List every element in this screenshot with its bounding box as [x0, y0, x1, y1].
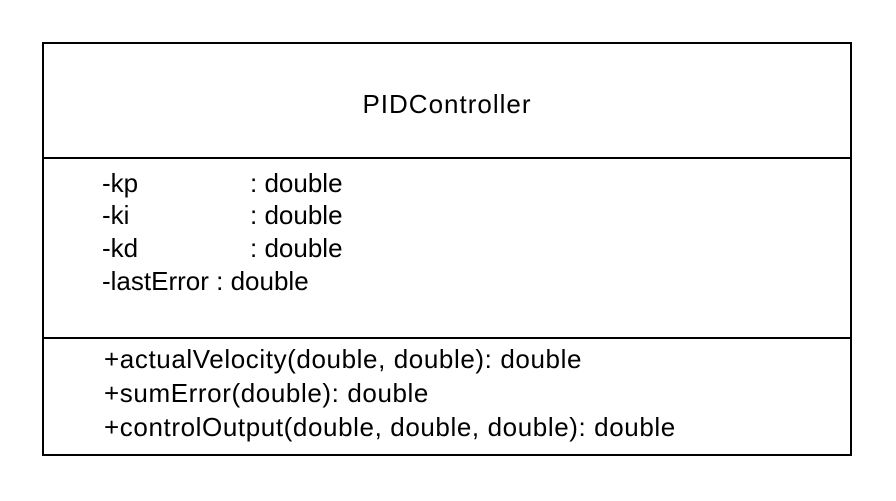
attribute-row: -lastError : double: [102, 265, 309, 297]
attribute-name: -lastError: [102, 266, 209, 296]
attribute-type: : double: [250, 168, 343, 198]
attribute-name: -kd: [102, 233, 139, 263]
method-row: +actualVelocity(double, double): double: [104, 344, 583, 374]
method-row: +controlOutput(double, double, double): …: [104, 412, 676, 442]
attribute-row: -kd : double: [102, 232, 343, 264]
attribute-row: -kp : double: [102, 167, 343, 199]
uml-class-box: PIDController -kp : double -ki : double -k…: [42, 42, 852, 456]
attribute-type: : double: [216, 266, 309, 296]
class-name-compartment: PIDController: [44, 44, 850, 159]
attribute-row: -ki : double: [102, 199, 343, 231]
class-name: PIDController: [362, 89, 532, 119]
attribute-name: -kp: [102, 168, 139, 198]
methods-compartment: +actualVelocity(double, double): double …: [44, 339, 850, 454]
attribute-name: -ki: [102, 200, 130, 230]
attributes-compartment: -kp : double -ki : double -kd : double -las…: [44, 159, 850, 339]
attribute-type: : double: [250, 233, 343, 263]
method-row: +sumError(double): double: [104, 378, 429, 408]
attribute-type: : double: [250, 200, 343, 230]
